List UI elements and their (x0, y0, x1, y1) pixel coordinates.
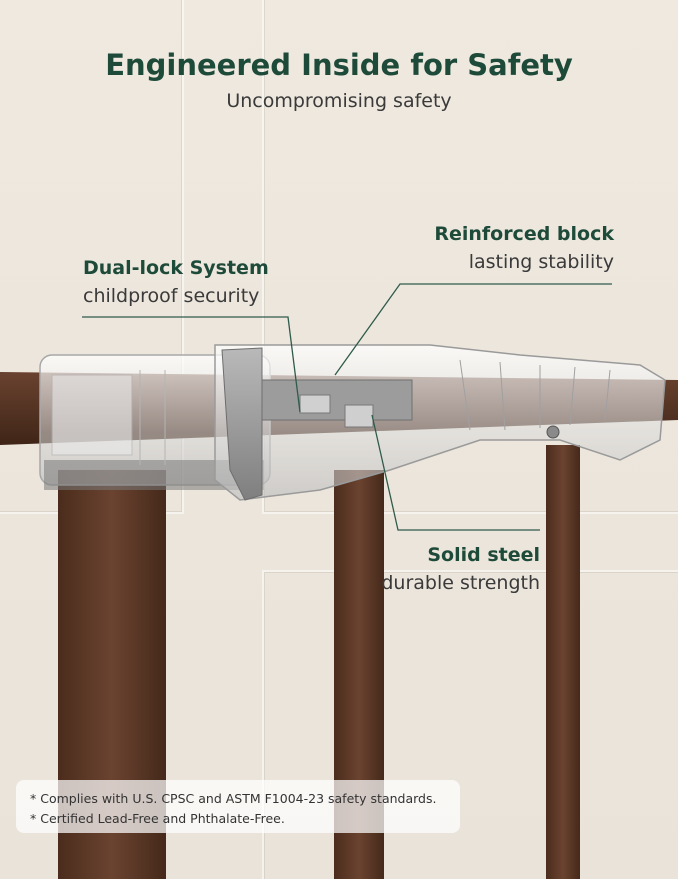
wood-leg-right (546, 445, 580, 879)
page-subtitle: Uncompromising safety (226, 90, 452, 112)
note-lead-free: * Certified Lead-Free and Phthalate-Free… (30, 811, 285, 826)
wall-panel-lower (262, 570, 678, 879)
callout-dual-lock-title: Dual-lock System (83, 257, 269, 279)
callout-steel-title: Solid steel (427, 544, 540, 566)
leader-dual-lock (82, 316, 301, 413)
callout-reinforced-subtitle: lasting stability (468, 251, 614, 273)
wall-panel-right (262, 0, 678, 514)
clear-housing-left (39, 354, 271, 490)
compliance-notes: * Complies with U.S. CPSC and ASTM F1004… (16, 780, 460, 833)
page-title: Engineered Inside for Safety (105, 48, 573, 82)
leader-steel (371, 414, 540, 531)
leader-reinforced (334, 283, 612, 376)
callout-reinforced-title: Reinforced block (434, 223, 614, 245)
clear-housing-main (214, 344, 666, 501)
lock-bracket (221, 347, 560, 501)
callout-dual-lock-subtitle: childproof security (83, 285, 260, 307)
callout-steel-subtitle: durable strength (381, 572, 540, 594)
note-compliance: * Complies with U.S. CPSC and ASTM F1004… (30, 791, 437, 806)
